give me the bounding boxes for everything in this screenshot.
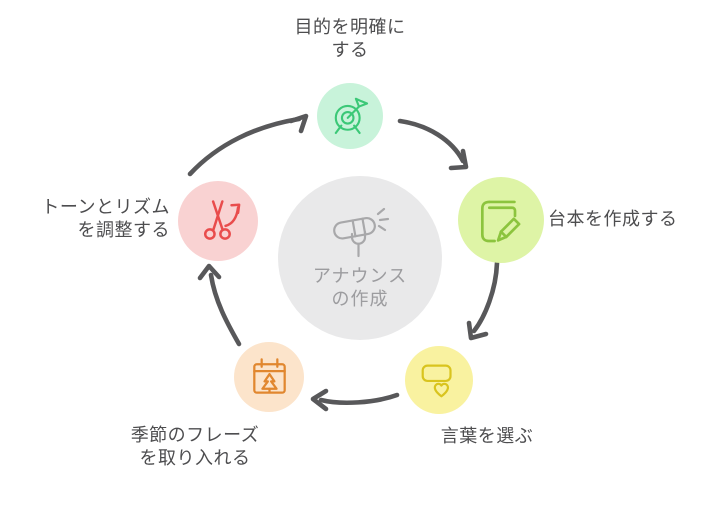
center-label-line2: の作成: [331, 288, 389, 309]
dartboard-target-icon: [334, 97, 369, 135]
arrow-head: [197, 263, 222, 281]
label-clarify-purpose[interactable]: 目的を明確に する: [250, 16, 450, 62]
megaphone-icon: [333, 207, 390, 257]
node-announcement-center[interactable]: アナウンス の作成: [278, 176, 442, 340]
center-label-line1: アナウンス: [312, 265, 408, 286]
arrow-purpose-to-script: [397, 118, 466, 164]
label-line: 言葉を選ぶ: [440, 426, 534, 446]
label-line: する: [331, 40, 369, 60]
label-create-script[interactable]: 台本を作成する: [548, 208, 706, 231]
label-seasonal-phrases[interactable]: 季節のフレーズ を取り入れる: [95, 424, 295, 470]
calendar-tree-icon: [252, 357, 286, 394]
node-seasonal-phrases[interactable]: [234, 342, 304, 412]
node-create-script[interactable]: [458, 177, 544, 263]
node-choose-words[interactable]: [405, 346, 473, 414]
label-line: を取り入れる: [139, 448, 251, 468]
label-line: 目的を明確に: [294, 17, 406, 37]
arrow-head: [466, 320, 489, 341]
node-clarify-purpose[interactable]: [317, 83, 383, 149]
speech-bubble-heart-icon: [421, 364, 452, 398]
arrow-adjust-tone-to-purpose: [187, 116, 302, 177]
arrow-seasonal-to-tone: [208, 272, 242, 347]
label-line: を調整する: [77, 220, 170, 240]
arrow-words-to-seasonal: [318, 392, 400, 406]
arrow-head: [448, 148, 469, 171]
center-label[interactable]: アナウンス の作成: [313, 265, 407, 311]
arrow-head: [288, 113, 309, 134]
label-line: 季節のフレーズ: [130, 425, 260, 445]
notebook-pencil-icon: [480, 200, 521, 243]
label-line: トーンとリズム: [41, 197, 170, 217]
arrow-script-to-words: [471, 260, 500, 334]
arrow-head: [310, 388, 329, 412]
label-line: 台本を作成する: [548, 209, 678, 229]
label-adjust-tone[interactable]: トーンとリズム を調整する: [0, 196, 170, 242]
label-choose-words[interactable]: 言葉を選ぶ: [387, 425, 587, 448]
scissors-arrow-icon: [203, 200, 241, 240]
node-adjust-tone[interactable]: [178, 181, 258, 261]
